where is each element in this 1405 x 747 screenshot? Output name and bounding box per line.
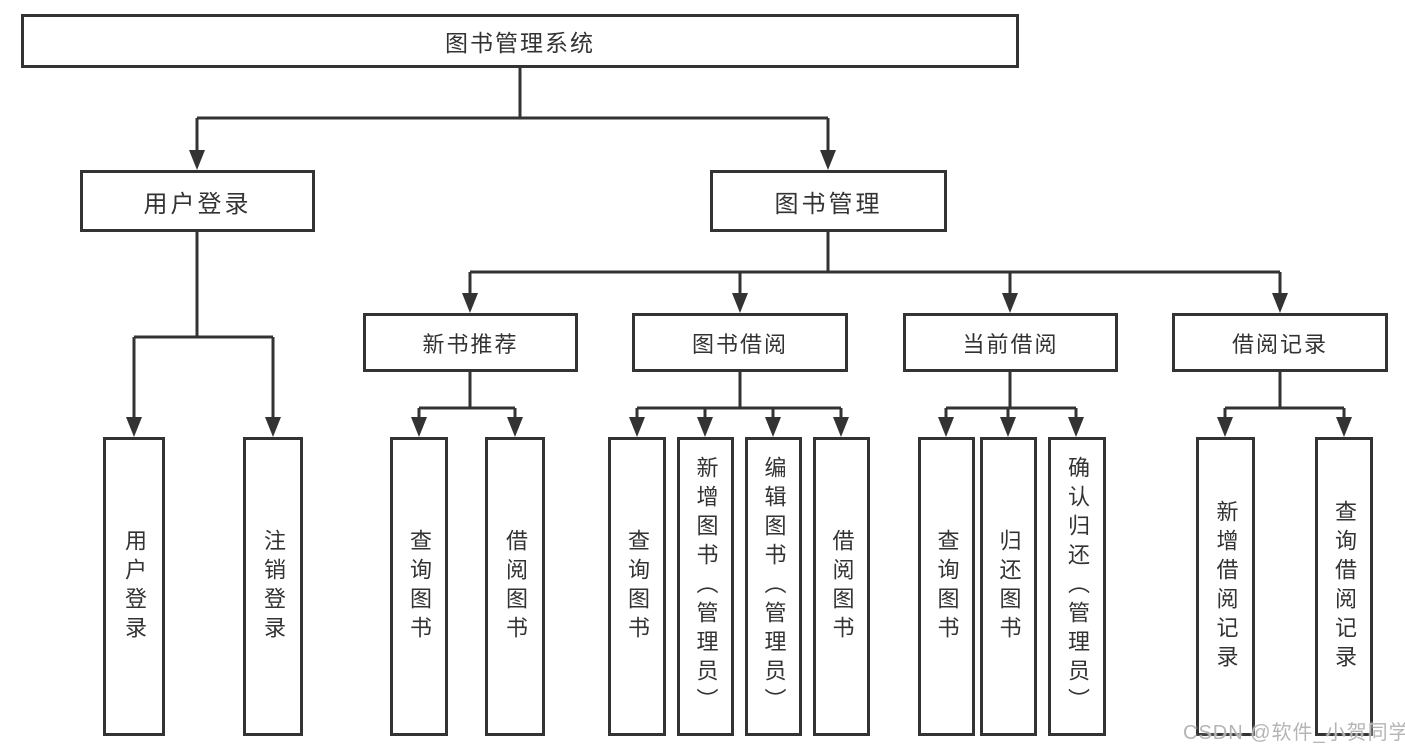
node-book-management: 图书管理	[710, 170, 947, 232]
leaf-edit-book-admin: 编辑图书（管理员）	[745, 437, 802, 736]
leaf-label: 编辑图书（管理员）	[761, 456, 787, 717]
leaf-confirm-return-admin: 确认归还（管理员）	[1048, 437, 1106, 736]
leaf-add-book-admin: 新增图书（管理员）	[677, 437, 734, 736]
node-library-management-system: 图书管理系统	[21, 14, 1019, 68]
leaf-label: 借阅图书	[503, 528, 528, 645]
leaf-label: 查询图书	[625, 528, 650, 645]
node-current-borrowing: 当前借阅	[903, 313, 1118, 372]
leaf-query-books-current: 查询图书	[918, 437, 975, 736]
leaf-borrow-books-borrowing: 借阅图书	[813, 437, 870, 736]
leaf-label: 确认归还（管理员）	[1065, 456, 1090, 717]
leaf-query-books-borrowing: 查询图书	[608, 437, 666, 736]
leaf-query-borrow-record: 查询借阅记录	[1315, 437, 1373, 736]
node-user-login: 用户登录	[80, 170, 315, 232]
node-borrowing-records: 借阅记录	[1172, 313, 1388, 372]
leaf-add-borrow-record: 新增借阅记录	[1196, 437, 1255, 736]
node-new-book-recommend: 新书推荐	[363, 313, 578, 372]
leaf-label: 查询图书	[407, 528, 432, 645]
leaf-borrow-books-recommend: 借阅图书	[485, 437, 545, 736]
leaf-logout: 注销登录	[243, 437, 303, 736]
csdn-watermark: CSDN @软件_小贺同学	[1183, 722, 1405, 744]
leaf-return-books: 归还图书	[980, 437, 1037, 736]
node-book-borrowing: 图书借阅	[632, 313, 848, 372]
leaf-label: 新增借阅记录	[1213, 499, 1239, 674]
leaf-label: 查询借阅记录	[1332, 499, 1357, 674]
arrowheads	[126, 150, 1352, 437]
leaf-label: 归还图书	[996, 528, 1022, 645]
leaf-label: 注销登录	[261, 528, 286, 645]
leaf-query-books-recommend: 查询图书	[390, 437, 448, 736]
leaf-user-login: 用户登录	[103, 437, 165, 736]
leaf-label: 新增图书（管理员）	[693, 456, 719, 717]
leaf-label: 借阅图书	[829, 528, 855, 645]
leaf-label: 用户登录	[122, 528, 147, 645]
leaf-label: 查询图书	[934, 528, 960, 645]
